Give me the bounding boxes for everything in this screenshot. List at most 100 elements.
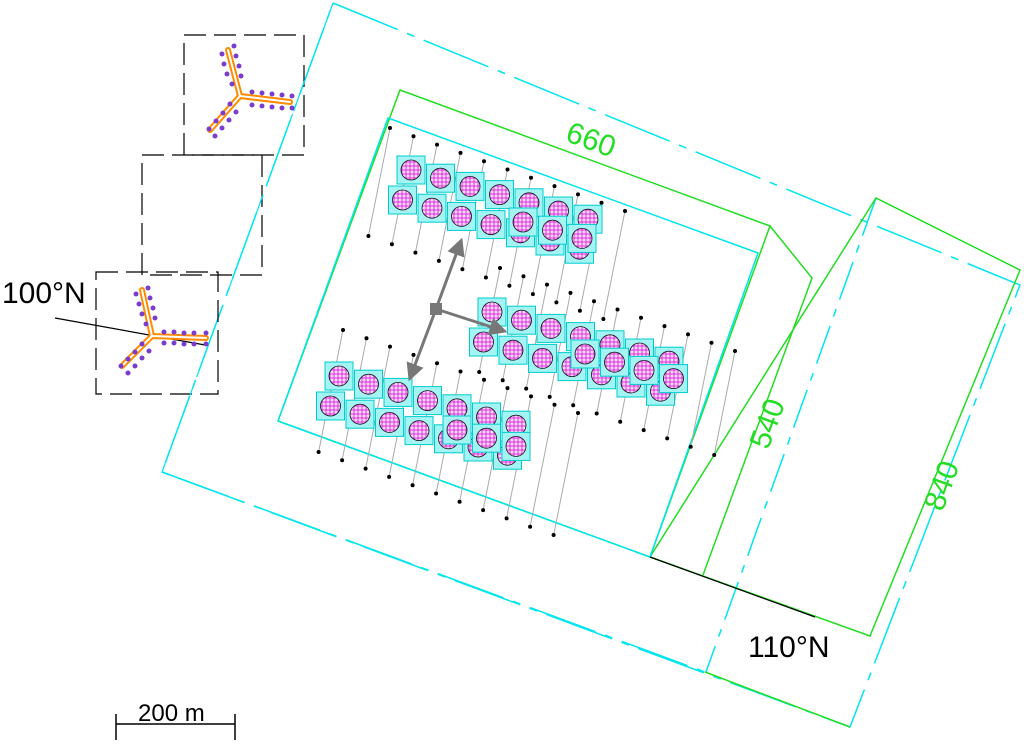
grid-dot [712, 453, 717, 457]
grid-dot [576, 192, 580, 197]
grid-dot [458, 150, 463, 155]
grid-dot [316, 450, 321, 454]
array-circle [320, 395, 341, 417]
turbine-glyph-bottom [118, 285, 209, 376]
grid-dot [601, 317, 606, 321]
grid-dot [477, 370, 482, 374]
array-circle [379, 411, 400, 433]
grid-dot [388, 344, 392, 349]
grid-dot [709, 340, 714, 345]
array-circle [489, 184, 510, 206]
array-circle [571, 227, 593, 249]
grid-dot [498, 266, 502, 270]
turbine-glyph-top [206, 43, 295, 139]
grid-dot [662, 324, 667, 329]
array-circle [328, 365, 350, 387]
array-circle [481, 301, 503, 323]
grid-dot [551, 533, 556, 537]
grid-dot [500, 378, 505, 383]
grid-dot [529, 175, 533, 180]
array-circle [540, 317, 562, 339]
array-circle [349, 403, 371, 425]
array-circle [421, 197, 443, 219]
grid-line [553, 412, 579, 536]
grid-dot [577, 308, 582, 313]
grid-dot [458, 369, 463, 374]
array-circle [502, 339, 524, 361]
grid-dot [482, 377, 486, 382]
grid-dot [576, 411, 580, 415]
grid-dot [554, 300, 559, 305]
grid-dot [366, 234, 371, 238]
grid-line [602, 210, 626, 320]
north-label-110: 110°N [748, 631, 830, 664]
turbine-box-middle [141, 154, 263, 276]
array-lower [316, 361, 531, 470]
grid-dot [547, 394, 552, 399]
array-circle [663, 368, 684, 390]
grid-dot [410, 483, 415, 488]
grid-line [690, 342, 712, 447]
grid-dot [436, 258, 441, 263]
array-circle [542, 219, 563, 241]
green-lower-line [704, 671, 851, 728]
dimension-540-label: 540 [744, 395, 792, 453]
grid-line [341, 338, 367, 461]
grid-dot [341, 328, 345, 332]
dimension-660-label: 660 [562, 116, 620, 164]
grid-line [713, 350, 736, 456]
array-circle [512, 211, 534, 233]
array-circle [430, 167, 451, 189]
grid-line [549, 292, 571, 397]
grid-dot [530, 292, 535, 297]
array-circle [511, 309, 532, 331]
array-circle [446, 419, 468, 441]
turbine-box-bottom [95, 271, 219, 395]
green-840-boundary [648, 197, 1021, 637]
array-circle [392, 189, 413, 211]
grid-dot [505, 386, 510, 391]
grid-dot [688, 444, 693, 449]
grid-dot [615, 307, 620, 312]
array-circle [387, 381, 409, 403]
axis-arrow-down [406, 308, 438, 382]
array-circle [408, 420, 430, 442]
north-110-line [649, 556, 816, 618]
array-circle [459, 175, 481, 197]
grid-dot [639, 315, 643, 320]
axis-arrow-up [434, 237, 465, 310]
axis-arrow-right [435, 307, 508, 336]
north-100-line [54, 317, 206, 346]
grid-dot [552, 402, 557, 407]
grid-dot [457, 499, 462, 504]
grid-dot [524, 386, 529, 391]
grid-dot [552, 184, 557, 189]
green-540-dimension-line [702, 225, 813, 576]
grid-dot [618, 419, 623, 424]
array-circle [400, 159, 422, 181]
grid-dot [599, 200, 604, 205]
array-circle [505, 435, 527, 457]
grid-dot [505, 167, 510, 172]
grid-dot [507, 283, 512, 288]
array-circle [633, 359, 655, 381]
center-axes [406, 237, 508, 382]
grid-dot [592, 299, 596, 304]
array-circle [604, 351, 625, 373]
grid-dot [483, 275, 488, 280]
grid-dot [389, 242, 394, 247]
array-circle [476, 427, 497, 449]
grid-dot [388, 126, 392, 130]
north-label-100: 100°N [2, 277, 86, 310]
grid-dot [413, 250, 418, 255]
grid-dot [435, 142, 439, 147]
grid-dot [364, 336, 369, 341]
array-circle [451, 205, 472, 227]
array-circle [574, 343, 596, 365]
array-circle [532, 347, 553, 369]
turbine-boxes [95, 34, 305, 395]
grid-line [318, 329, 344, 453]
grid-dot [481, 508, 486, 513]
grid-dot [528, 524, 533, 529]
